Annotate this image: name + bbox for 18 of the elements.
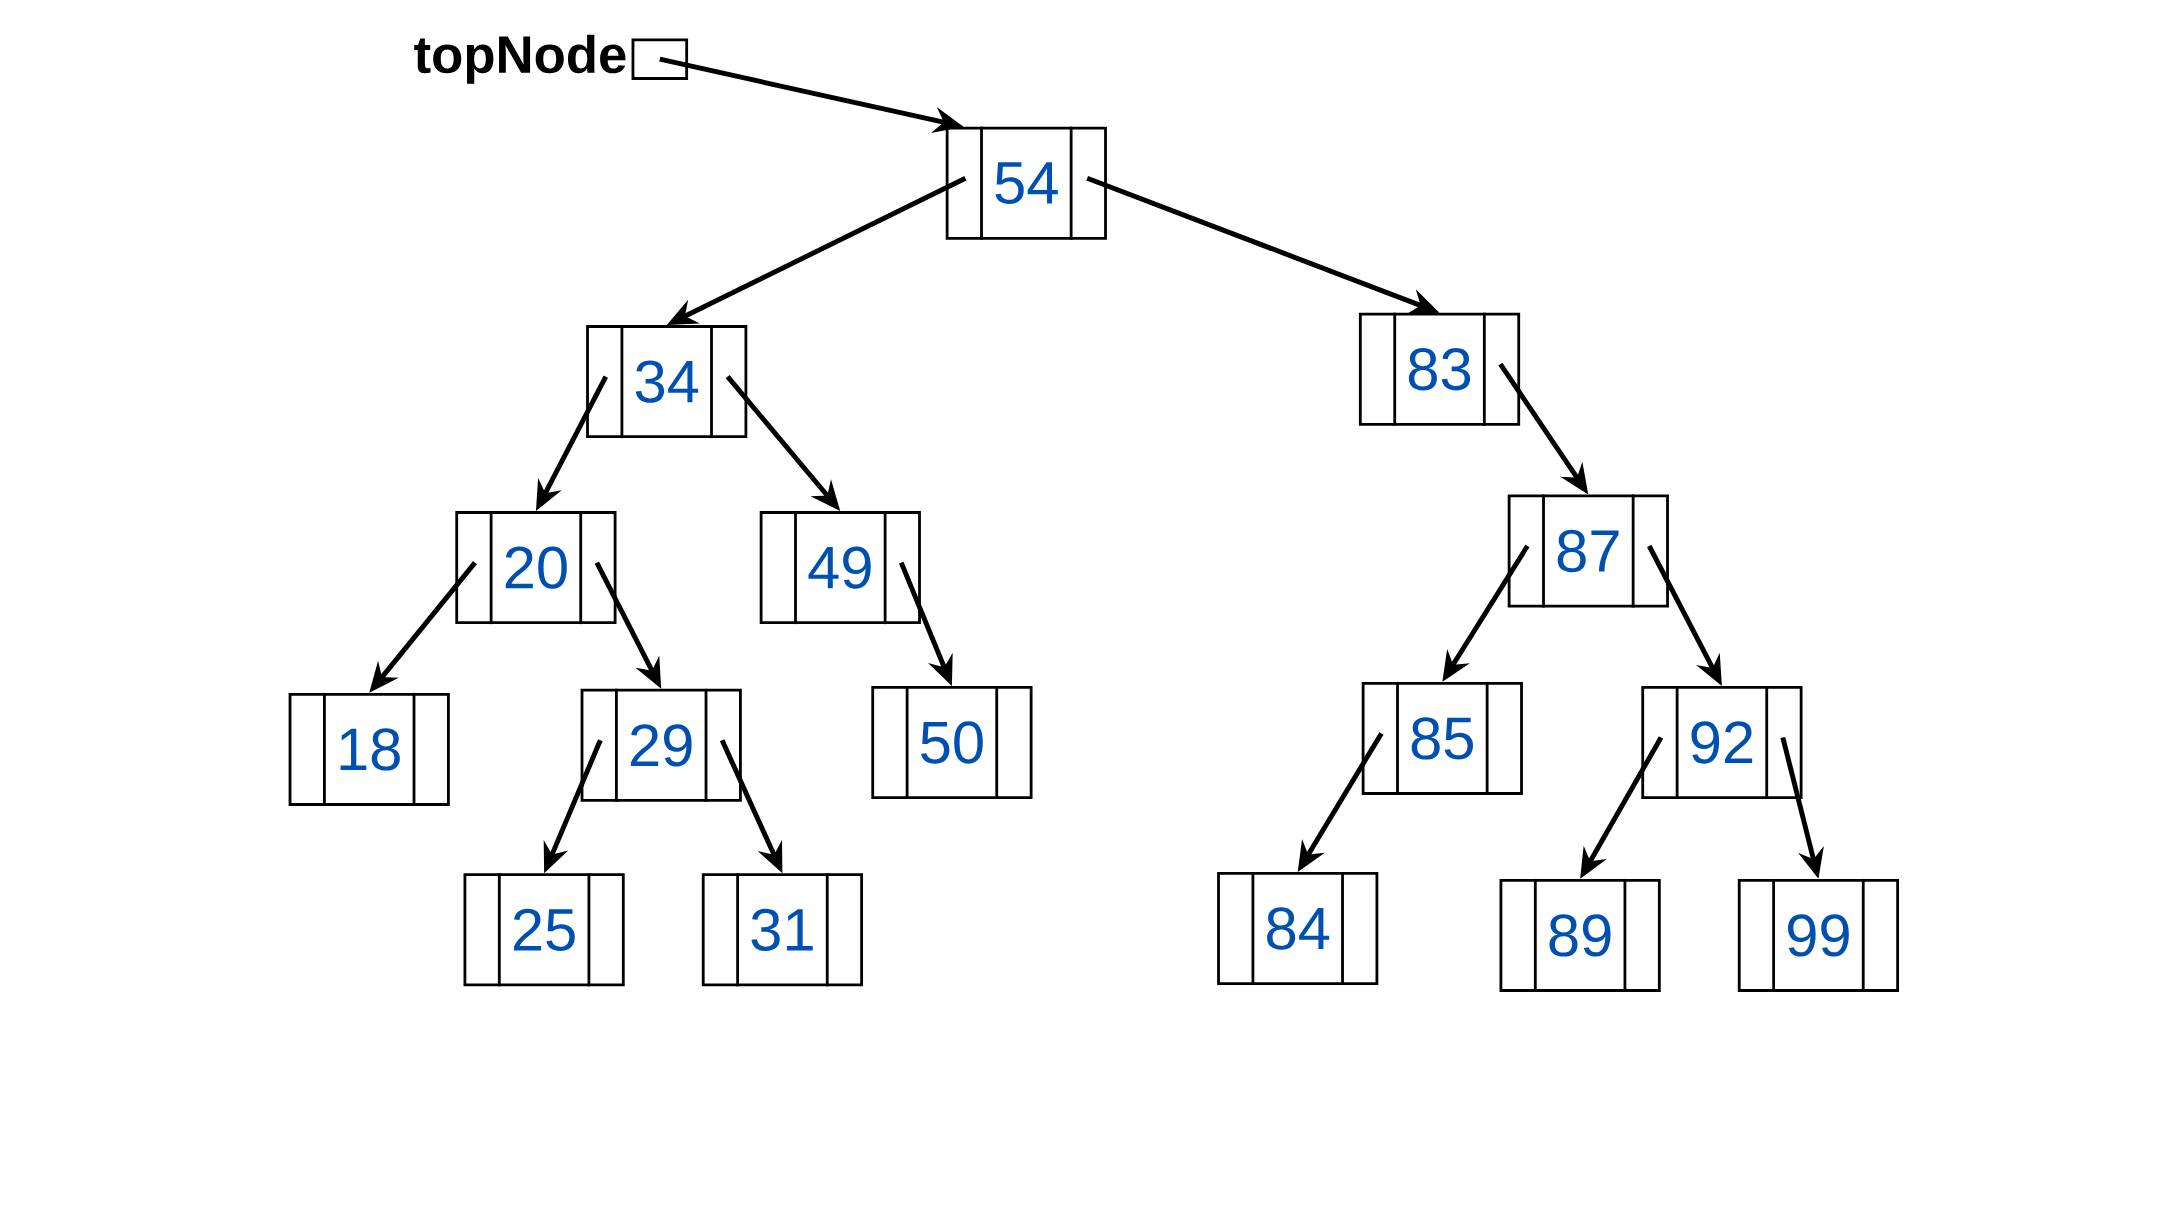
node-label: topNode: [414, 34, 626, 84]
pointer-box: topNode: [414, 34, 689, 84]
tree-node-box: 87: [1507, 494, 1669, 608]
tree-node-box: 54: [945, 126, 1107, 240]
tree-node-box: 92: [1641, 686, 1803, 799]
tree-node-box: 99: [1737, 878, 1900, 992]
tree-node-box: 25: [463, 873, 625, 987]
tree-node-box: 50: [871, 686, 1033, 799]
tree-node-box: 49: [759, 511, 921, 625]
tree-node-box: 89: [1499, 878, 1661, 992]
tree-node-box: 84: [1217, 872, 1379, 985]
tree-node-box: 34: [586, 325, 748, 439]
tree-node-box: 85: [1361, 681, 1523, 795]
tree-node-box: 20: [455, 511, 617, 625]
tree-node-box: 29: [580, 688, 742, 802]
tree-node-box: 18: [288, 692, 450, 806]
tree-node-box: 83: [1358, 312, 1521, 426]
tree-node-box: 31: [701, 873, 863, 987]
